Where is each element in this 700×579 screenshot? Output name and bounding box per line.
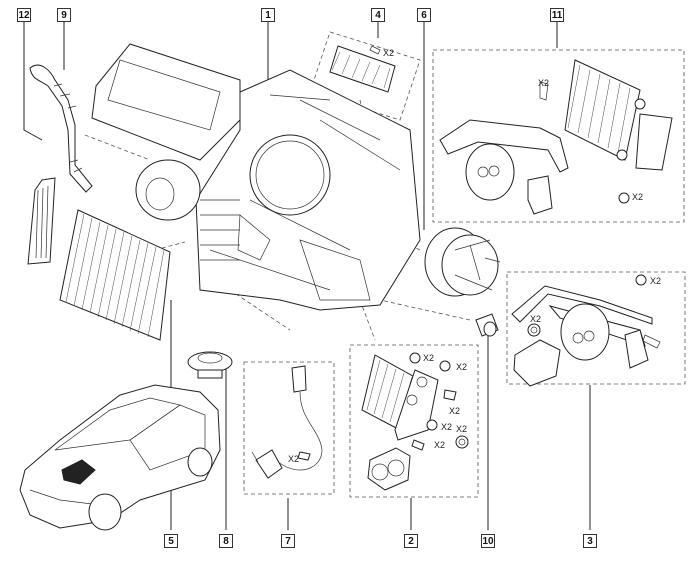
kit-box-3 — [506, 271, 686, 385]
kit-box-7 — [243, 361, 335, 495]
kit-7-contents: X2 — [251, 365, 323, 479]
qty-kit2-washer: X2 — [456, 424, 467, 434]
resistor-plug — [475, 313, 499, 337]
callout-5[interactable]: 5 — [164, 534, 178, 548]
water-drain-hose — [29, 64, 93, 193]
kit-box-4 — [309, 31, 421, 121]
qty-kit3-washer: X2 — [530, 314, 541, 324]
kit-box-2 — [349, 344, 479, 498]
callout-4[interactable]: 4 — [371, 8, 385, 22]
small-filter-element — [27, 177, 56, 265]
callout-11[interactable]: 11 — [550, 8, 564, 22]
qty-kit2-oring-top: X2 — [423, 353, 434, 363]
qty-kit11-clip: X2 — [538, 78, 549, 88]
actuator-motor — [187, 351, 233, 379]
qty-kit2-clip: X2 — [456, 362, 467, 372]
kit-3-contents: X2 X2 — [511, 274, 661, 387]
callout-2[interactable]: 2 — [404, 534, 418, 548]
qty-kit2-screw-low: X2 — [434, 440, 445, 450]
callout-12[interactable]: 12 — [17, 8, 31, 22]
qty-kit2-screw: X2 — [449, 406, 460, 416]
callout-9[interactable]: 9 — [57, 8, 71, 22]
kit-box-11 — [432, 49, 685, 223]
kit-boxes — [243, 31, 686, 498]
blower-motor — [424, 227, 501, 297]
qty-kit3-oring: X2 — [650, 276, 661, 286]
kit-11-contents: X2 X2 — [439, 59, 673, 215]
callout-10[interactable]: 10 — [481, 534, 495, 548]
resistor-element: X2 — [329, 45, 396, 93]
callout-7[interactable]: 7 — [281, 534, 295, 548]
callout-8[interactable]: 8 — [219, 534, 233, 548]
callout-1[interactable]: 1 — [261, 8, 275, 22]
heater-housing — [91, 43, 421, 311]
pollen-filter — [59, 209, 171, 341]
callout-6[interactable]: 6 — [417, 8, 431, 22]
qty-kit7-screw: X2 — [288, 454, 299, 464]
qty-kit2-oring-mid: X2 — [441, 422, 452, 432]
leader-12 — [23, 22, 43, 141]
car-location-view — [19, 384, 221, 531]
callout-3[interactable]: 3 — [583, 534, 597, 548]
qty-kit11-oring: X2 — [632, 192, 643, 202]
kit-2-contents: X2 X2 X2 X2 X2 X2 — [361, 352, 469, 491]
qty-kit4-screw: X2 — [383, 48, 394, 58]
